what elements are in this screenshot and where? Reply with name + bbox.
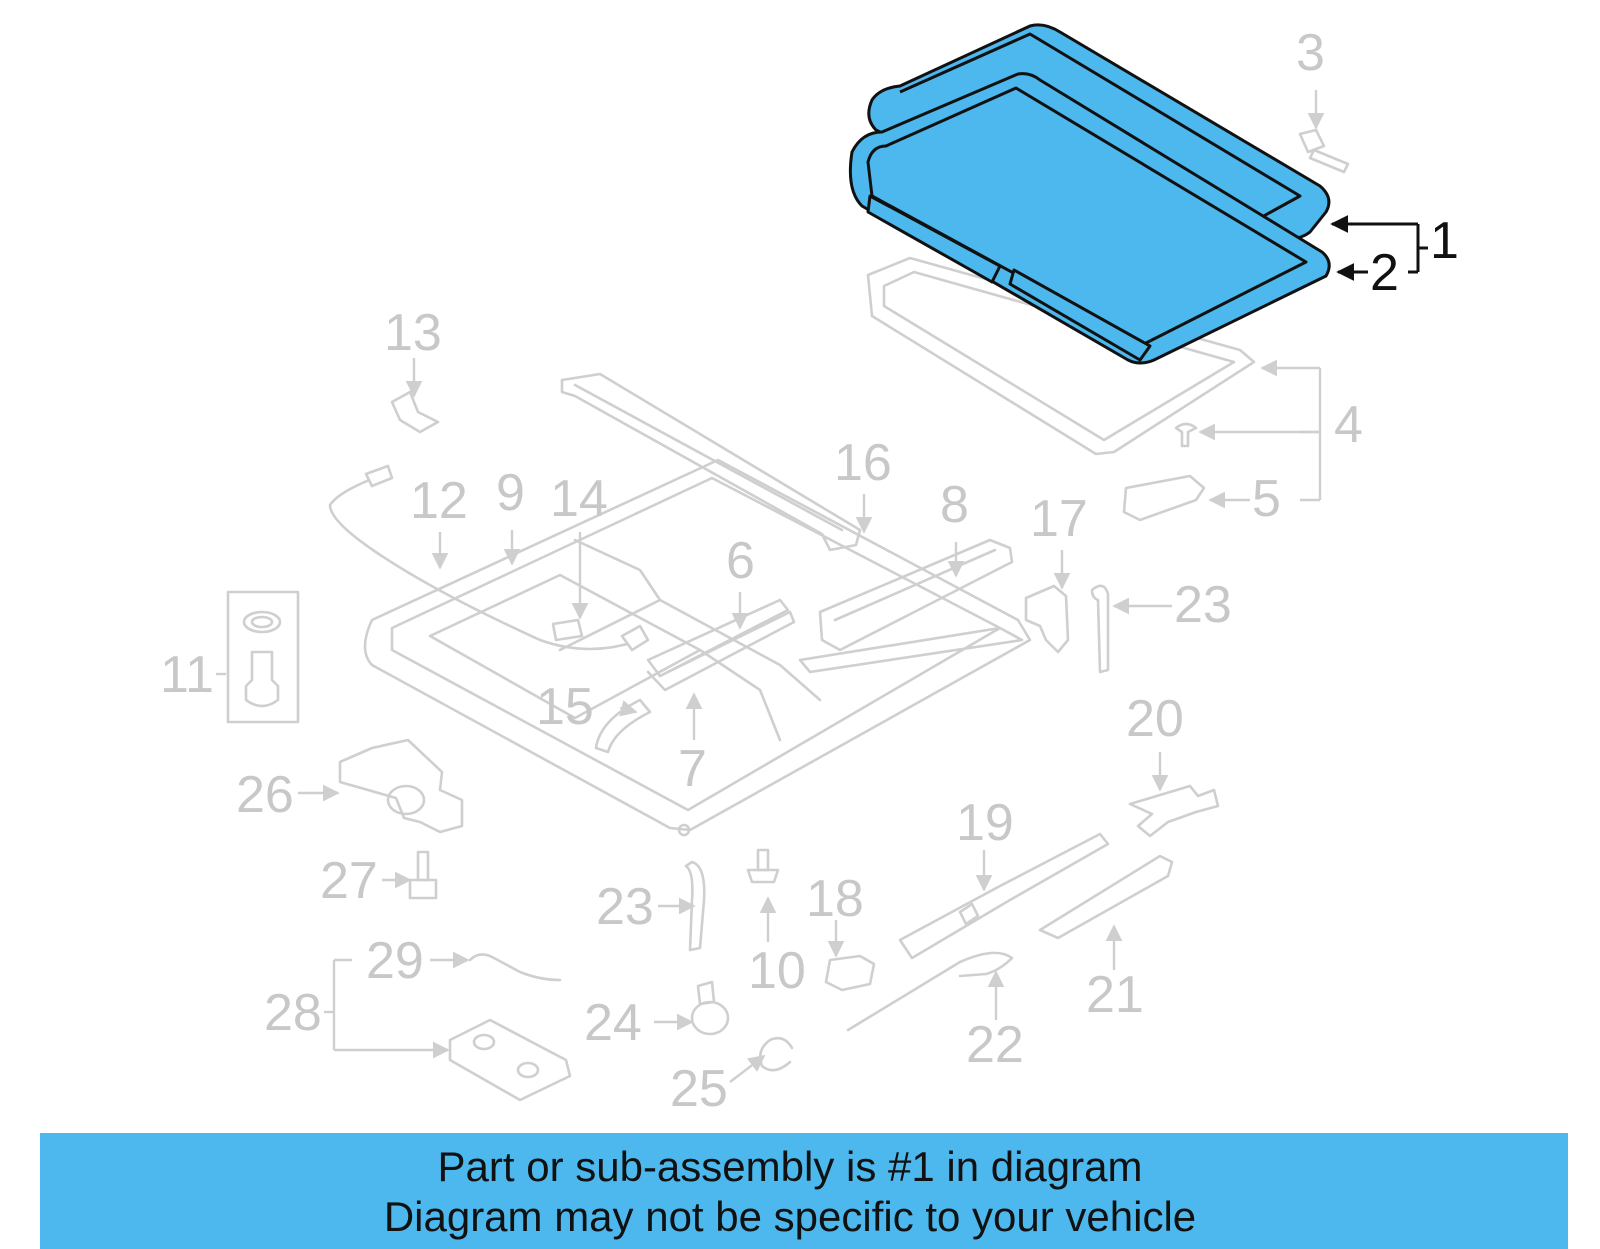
callout-20: 20: [1126, 690, 1184, 748]
callout-8: 8: [940, 476, 969, 534]
callout-4: 4: [1334, 396, 1363, 454]
callout-19: 19: [956, 794, 1014, 852]
part-11-grommet-box: [226, 590, 300, 724]
callout-21: 21: [1086, 966, 1144, 1024]
callout-24: 24: [584, 994, 642, 1052]
part-12-cable: [328, 472, 642, 651]
callout-12: 12: [410, 472, 468, 530]
callout-26: 26: [236, 766, 294, 824]
part-19-rail: [898, 832, 1110, 960]
callout-15: 15: [536, 678, 594, 736]
part-15-hose: [594, 698, 652, 754]
callout-13: 13: [384, 304, 442, 362]
part-25-ring: [758, 1036, 794, 1072]
callout-18: 18: [806, 870, 864, 928]
callout-28: 28: [264, 984, 322, 1042]
callout-2: 2: [1370, 244, 1399, 302]
callout-11: 11: [160, 646, 214, 704]
sunroof-housing-frame: [363, 458, 1032, 837]
part-12-connector: [620, 624, 650, 652]
callout-25: 25: [670, 1060, 728, 1118]
part-4-screw: [1174, 422, 1198, 448]
banner-line-1: Part or sub-assembly is #1 in diagram: [437, 1143, 1143, 1190]
part-8-guide-rail: [798, 538, 1024, 674]
callout-23b: 23: [596, 878, 654, 936]
callout-labels: 1 2 3 4 5 13 16 12 9 14 8 17 6 23 11 15 …: [160, 24, 1459, 1118]
part-13-bracket: [390, 390, 440, 434]
part-6-crossbar: [646, 598, 796, 692]
part-4-deflector-frame: [866, 256, 1256, 456]
part-29-cable: [468, 953, 562, 982]
banner-line-2: Diagram may not be specific to your vehi…: [383, 1193, 1197, 1240]
part-18-bracket: [824, 954, 876, 992]
part-5-bracket: [1122, 474, 1206, 522]
callout-14: 14: [550, 470, 608, 528]
callout-3: 3: [1296, 24, 1325, 82]
callout-10: 10: [748, 942, 806, 1000]
part-2-weatherstrip-seal: [848, 72, 1331, 365]
callout-17: 17: [1030, 490, 1088, 548]
callout-16: 16: [834, 434, 892, 492]
callout-29: 29: [366, 932, 424, 990]
part-28-plate: [448, 1018, 572, 1102]
part-21-rail: [1038, 854, 1174, 940]
callout-23a: 23: [1174, 576, 1232, 634]
callout-1: 1: [1430, 212, 1459, 270]
callout-9: 9: [496, 464, 525, 522]
part-24-grommet: [690, 980, 730, 1036]
part-10-bolt: [746, 848, 780, 884]
part-17-bracket: [1024, 584, 1070, 654]
callout-27: 27: [320, 852, 378, 910]
part-20-bracket: [1128, 784, 1220, 838]
part-12-cable-end: [364, 464, 394, 488]
part-26-motor: [338, 738, 464, 834]
callout-22: 22: [966, 1016, 1024, 1074]
part-16-front-rail: [560, 372, 862, 552]
part-23-hose-front: [684, 860, 706, 952]
part-27-bolt: [408, 850, 438, 900]
leader-lines: [216, 90, 1428, 1083]
part-14-clip: [551, 618, 584, 642]
info-banner: Part or sub-assembly is #1 in diagram Di…: [40, 1133, 1568, 1249]
callout-5: 5: [1252, 470, 1281, 528]
part-23-hose-rear: [1090, 584, 1110, 674]
part-3-bolt: [1298, 128, 1350, 174]
callout-6: 6: [726, 532, 755, 590]
callout-7: 7: [678, 740, 707, 798]
